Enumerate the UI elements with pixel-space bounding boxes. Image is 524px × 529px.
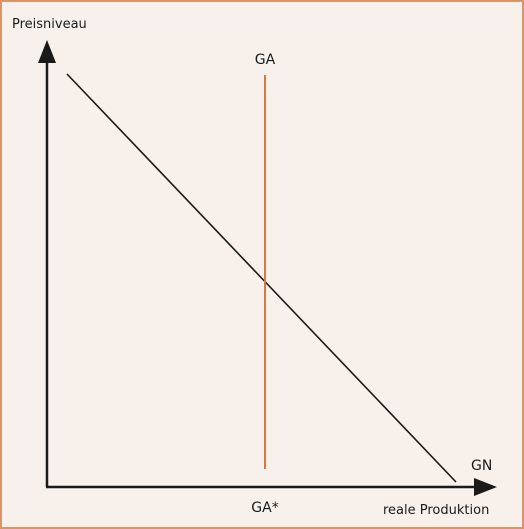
y-axis-arrowhead — [38, 40, 56, 63]
x-axis-label: reale Produktion — [383, 503, 489, 518]
ga-curve-label: GA — [255, 52, 276, 68]
ga-star-axis-label: GA* — [251, 500, 278, 516]
gn-curve-label: GN — [471, 458, 492, 474]
y-axis-label: Preisniveau — [12, 17, 87, 32]
gn-curve — [66, 73, 457, 483]
x-axis-arrowhead — [474, 478, 497, 496]
